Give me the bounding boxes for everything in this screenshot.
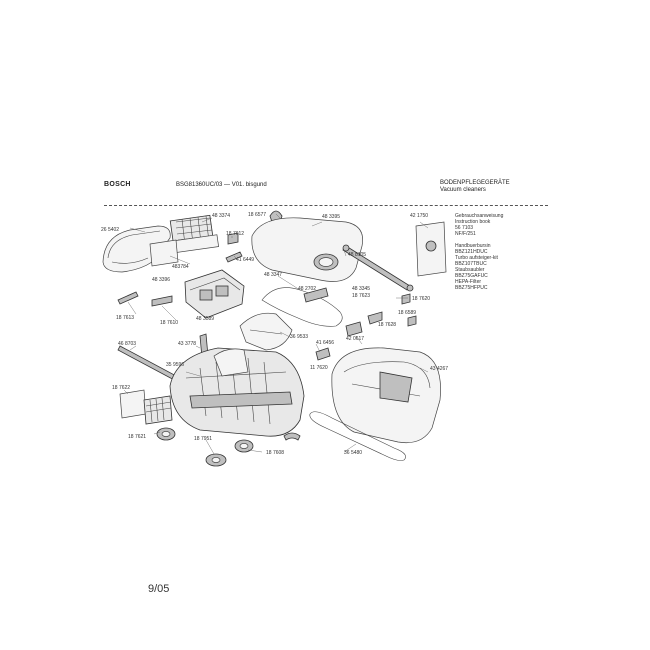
description-line: BBZ75GAFUC [455,273,488,279]
description-line: Gebrauchsanweisung [455,213,504,219]
telescopic-wand [342,244,414,292]
part-label: 48 3396 [152,277,171,283]
hepa-filter-cassette [169,214,219,254]
description-line: 56 7103 [455,225,474,231]
part-label: 48 3395 [322,214,341,220]
description-line: BBZ75HFPUC [455,285,488,291]
part-label: 43 4267 [430,366,449,372]
part-label: 11 7620 [310,365,328,371]
part-label: 18 7608 [266,450,285,456]
header-divider [104,205,548,206]
part-label: 18 7621 [128,434,147,440]
part-label: 18 7951 [194,436,213,442]
description-line: BBZ121HDUC [455,249,488,255]
main-housing-base [169,347,305,437]
bumper-strip [309,411,406,461]
small-hardware [117,287,417,361]
filter-frame-small [149,239,179,267]
motor-compartment [184,269,245,319]
part-label: 18 6589 [398,310,417,316]
part-label: 42 0617 [346,336,365,342]
part-label: 48 8105 [348,252,367,258]
part-label: 483784 [172,264,189,270]
part-label: 48 3345 [352,286,371,292]
page-date: 9/05 [148,583,170,595]
part-label: 18 6577 [248,212,267,218]
description-line: Handbuerbursin [455,243,491,249]
description-line: HEPA-Filter [455,279,482,285]
part-label: 18 7622 [112,385,131,391]
part-label: 43 3778 [178,341,197,347]
part-label: 48 3374 [212,213,231,219]
description-line: Instruction book [455,219,491,225]
description-line: NF/F/251 [455,231,476,237]
part-label: 26 5402 [101,227,120,233]
part-label: 41 6449 [236,257,255,263]
part-label: 18 7623 [352,293,371,299]
part-label: 18 7610 [160,320,179,326]
inner-baffle [239,312,293,351]
part-label: 36 9533 [290,334,309,340]
category-english: Vacuum cleaners [440,187,486,193]
leader-lines [123,213,429,455]
category-german: BODENPFLEGEGERÄTE [440,180,510,186]
cable-loop [261,287,343,327]
dust-bag [415,221,447,277]
brand-name: BOSCH [104,181,131,188]
part-label: 18 7628 [378,322,397,328]
part-label: 48 3589 [196,316,215,322]
part-label: 18 7613 [116,315,135,321]
exhaust-filter [119,389,173,425]
part-label: 36 5480 [344,450,363,456]
part-label: 48 2702 [298,286,317,292]
lower-housing-right [331,347,441,444]
upper-cover-lid [251,217,363,282]
filter-housing [102,225,171,273]
model-number: BSG81360UC/03 — V01. bisgund [176,182,267,188]
description-line: Turbo aufsteiger-kit [455,255,498,261]
part-label: 18 7620 [412,296,431,302]
accessory-descriptions: Gebrauchsanweisung Instruction book 56 7… [455,213,503,291]
part-label: 42 1750 [410,213,429,219]
wheels [156,427,301,467]
part-label: 48 3347 [264,272,283,278]
part-label: 35 9596 [166,362,185,368]
part-label: 41 6456 [316,340,335,346]
part-label: 46 8703 [118,341,137,347]
part-label: 18 7612 [226,231,245,237]
description-line: Staubsaubler [455,267,485,273]
description-line: BBZ107TBUC [455,261,487,267]
